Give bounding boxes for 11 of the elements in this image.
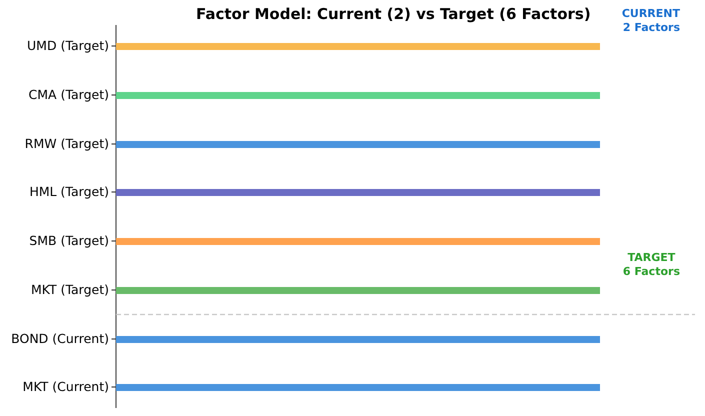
category-label: RMW (Target) [24, 136, 109, 152]
group-label: TARGET 6 Factors [622, 251, 680, 279]
category-label: SMB (Target) [29, 233, 109, 249]
category-label: CMA (Target) [28, 87, 109, 103]
category-label: HML (Target) [29, 184, 109, 200]
group-label: CURRENT 2 Factors [622, 7, 680, 35]
category-label: BOND (Current) [11, 331, 109, 347]
category-label: UMD (Target) [27, 38, 109, 54]
category-label: MKT (Current) [22, 379, 109, 395]
chart-title: Factor Model: Current (2) vs Target (6 Factors) [196, 5, 591, 23]
category-label: MKT (Target) [30, 282, 109, 298]
